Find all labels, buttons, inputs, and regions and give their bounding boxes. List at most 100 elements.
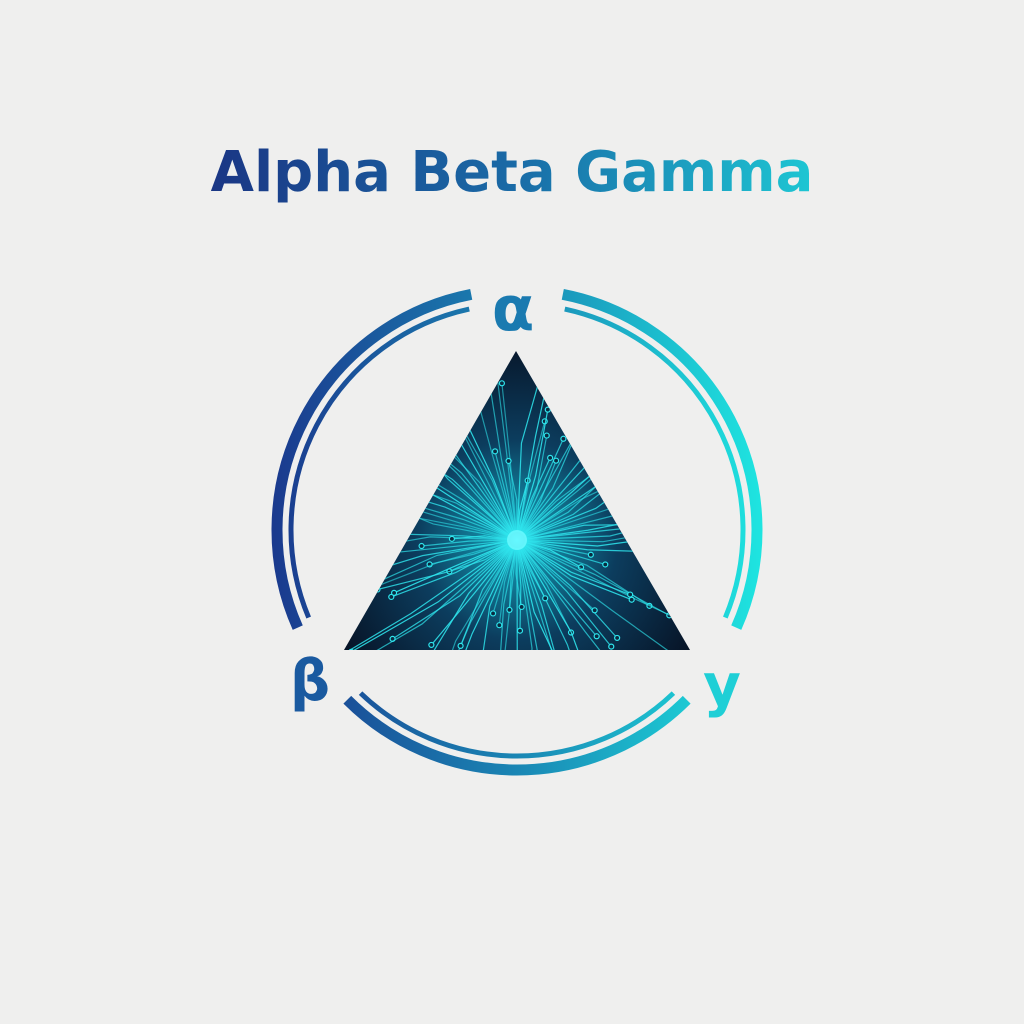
circuit-node [348, 648, 355, 650]
circuit-line [430, 545, 513, 650]
circuit-line [350, 544, 512, 650]
circuit-node [645, 464, 652, 471]
circuit-line [518, 421, 546, 533]
circuit-line [519, 457, 551, 533]
circuit-pattern [324, 331, 751, 770]
circuit-node [574, 427, 581, 434]
circuit-line [521, 430, 579, 534]
gamma-symbol: y [703, 651, 741, 719]
circle-ring [271, 289, 763, 776]
circuit-node [432, 706, 437, 711]
circuit-node [628, 596, 635, 603]
circuit-core [507, 530, 527, 550]
circuit-node [587, 551, 594, 558]
circuit-node [698, 511, 703, 516]
circuit-node [491, 448, 499, 455]
circuit-line [519, 547, 546, 599]
circuit-node [448, 535, 456, 542]
circuit-node [650, 360, 657, 367]
circuit-line [521, 546, 656, 650]
circuit-node [555, 331, 560, 336]
circuit-node [429, 653, 434, 658]
circuit-line [519, 438, 564, 533]
circuit-line [407, 502, 510, 538]
circuit-node [607, 469, 615, 476]
circuit-node [544, 406, 551, 413]
circuit-node [602, 561, 609, 568]
circuit-line [478, 547, 515, 650]
circuit-node [418, 542, 425, 550]
circuit-line [391, 543, 511, 598]
circuit-node [542, 595, 549, 602]
circuit-node [428, 430, 435, 438]
circuit-node [386, 407, 394, 414]
circuit-node [496, 622, 503, 629]
circuit-line [524, 542, 670, 616]
circuit-node [344, 421, 351, 428]
circuit-node [635, 434, 642, 441]
circuit-line [414, 516, 510, 539]
circuit-node [359, 585, 366, 592]
circuit-line [392, 545, 512, 640]
circuit-line [393, 542, 510, 594]
circuit-node [684, 523, 690, 531]
circuit-line [519, 546, 605, 650]
circuit-node [357, 589, 364, 596]
circuit-node [390, 589, 398, 596]
circuit-line [524, 541, 582, 568]
circuit-line [508, 547, 517, 610]
circuit-line [523, 543, 631, 596]
circuit-node [655, 548, 662, 556]
circuit-node [563, 677, 568, 682]
circuit-node [351, 488, 358, 495]
circuit-line [522, 545, 596, 611]
circuit-node [618, 765, 623, 770]
circuit-node [505, 457, 512, 465]
circuit-line [523, 543, 632, 601]
circuit-node [623, 439, 630, 446]
circuit-node [654, 513, 661, 520]
circuit-line [421, 539, 510, 547]
circuit-line [451, 535, 510, 540]
circuit-node [674, 532, 681, 539]
circuit-node [477, 674, 482, 679]
circuit-node [746, 649, 751, 654]
circuit-node [619, 472, 626, 480]
circuit-node [649, 521, 656, 528]
ring-arc [561, 289, 763, 630]
circuit-line [488, 377, 517, 533]
circuit-line [344, 544, 511, 650]
circuit-node [404, 499, 411, 507]
circuit-node [328, 581, 333, 586]
circuit-line [377, 542, 511, 591]
circuit-node [391, 414, 398, 422]
circuit-line [519, 435, 548, 533]
circuit-line [344, 544, 512, 650]
circuit-line [517, 547, 522, 631]
circuit-node [641, 390, 648, 397]
circuit-line [520, 546, 572, 633]
circuit-node [560, 435, 567, 442]
ring-arc [288, 306, 470, 619]
circuit-line [518, 547, 567, 650]
circuit-node [374, 428, 381, 435]
circuit-node [324, 462, 329, 467]
circuit-line [522, 545, 612, 647]
circuit-line [362, 540, 510, 590]
circuit-node [552, 457, 560, 464]
circuit-node [661, 455, 668, 462]
circuit-node [668, 413, 676, 420]
circuit-line [521, 545, 598, 637]
circuit-line [520, 460, 557, 534]
circuit-node [462, 417, 469, 424]
circuit-line [434, 546, 515, 650]
circuit-line [459, 424, 515, 533]
circuit-line [498, 547, 516, 626]
circuit-node [498, 380, 506, 387]
circuit-node [385, 476, 393, 483]
beta-symbol: β [290, 649, 330, 714]
circuit-node [733, 518, 738, 523]
circuit-node [543, 432, 550, 439]
circuit-line [430, 545, 513, 646]
circuit-node [544, 351, 552, 353]
